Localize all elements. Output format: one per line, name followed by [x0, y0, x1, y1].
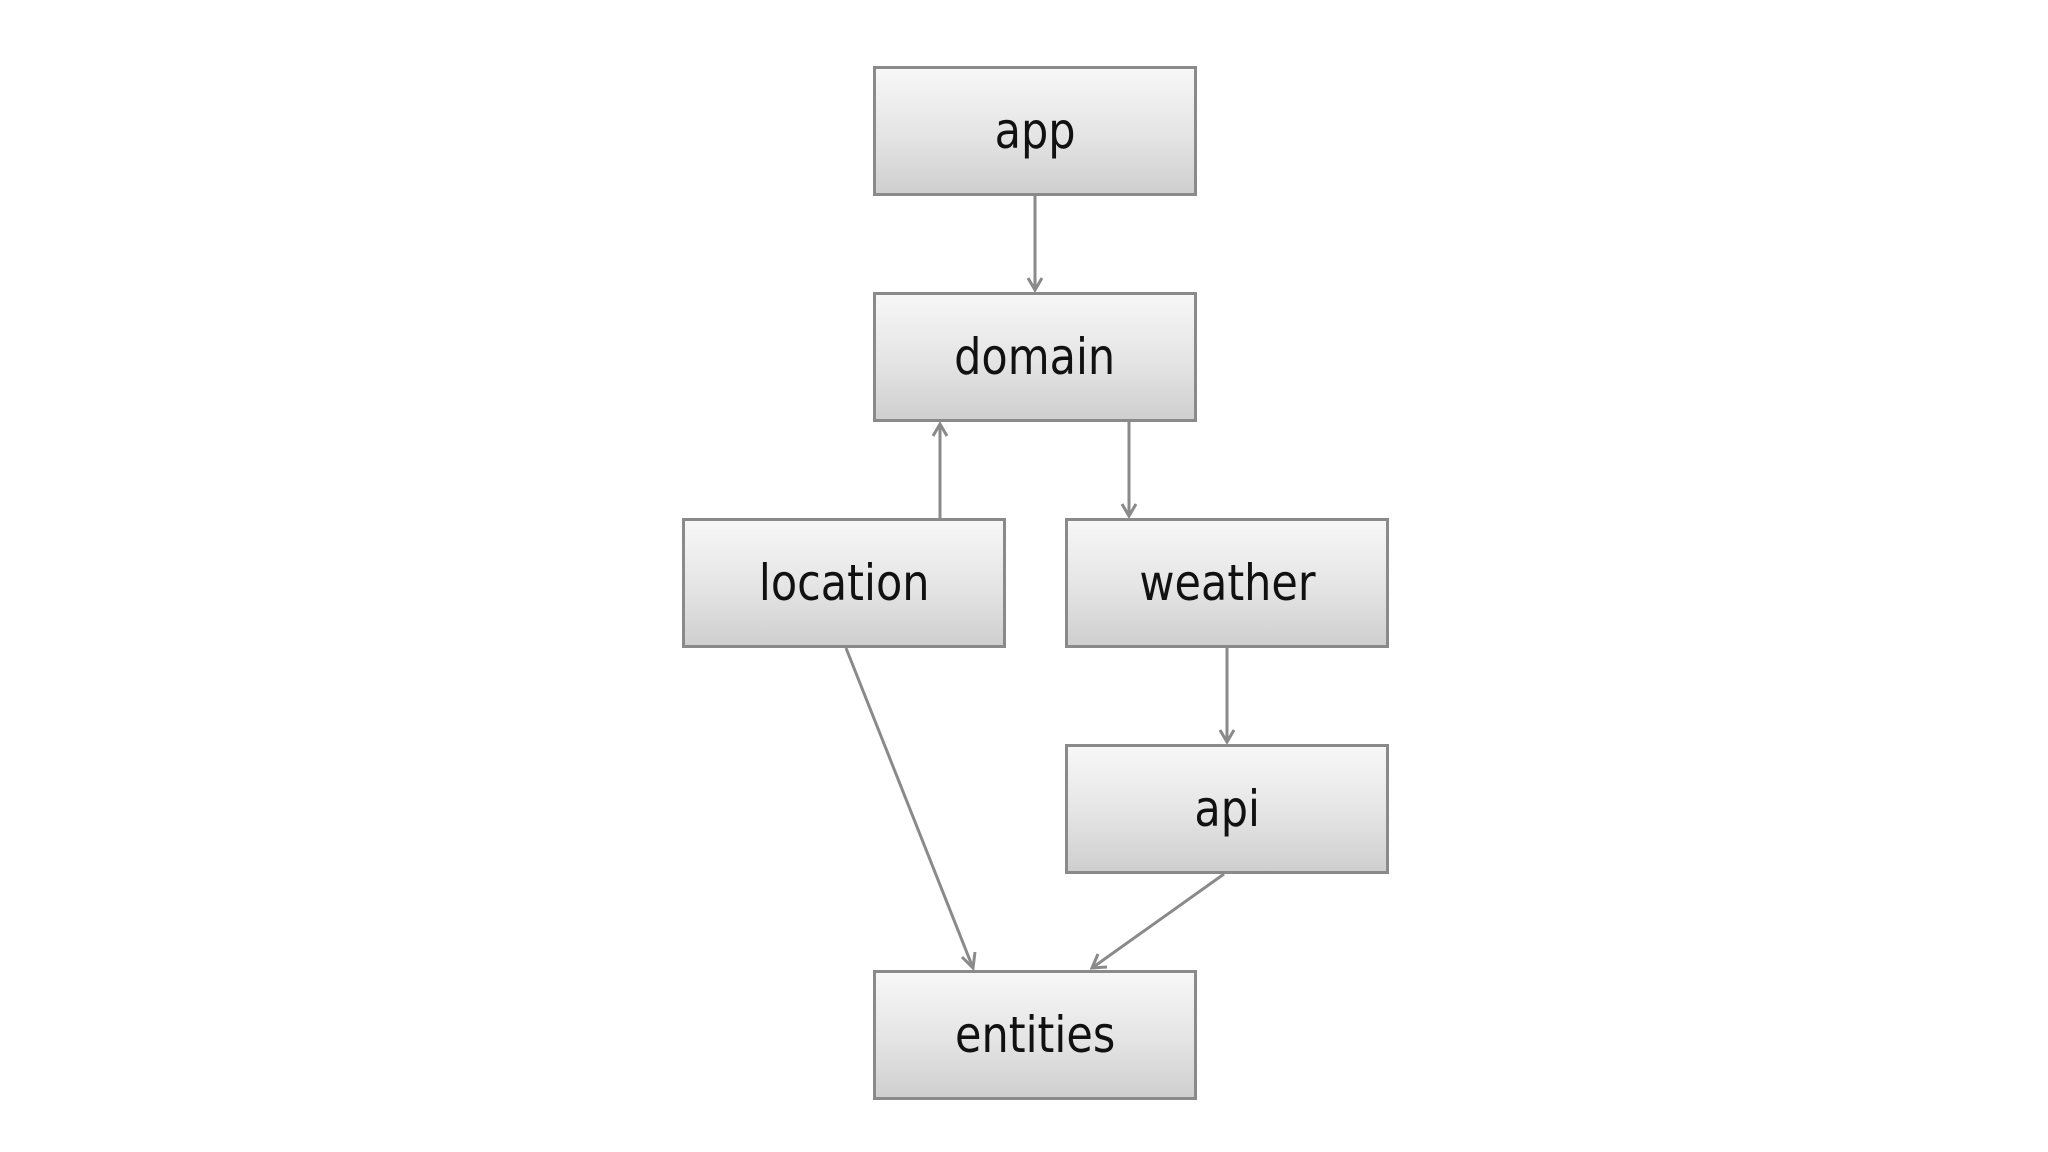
node-label-location: location	[758, 554, 930, 612]
node-entities: entities	[873, 970, 1197, 1100]
node-app: app	[873, 66, 1197, 196]
node-label-entities: entities	[954, 1006, 1116, 1064]
node-domain: domain	[873, 292, 1197, 422]
edge-api-to-entities	[1089, 872, 1225, 970]
edge-location-to-entities	[844, 647, 977, 972]
edge-weather-to-api	[1218, 648, 1236, 745]
node-label-app: app	[994, 102, 1076, 160]
node-api: api	[1065, 744, 1389, 874]
edge-app-to-domain	[1026, 196, 1044, 293]
edge-domain-to-weather	[1120, 422, 1138, 519]
edge-location-to-domain	[931, 421, 949, 518]
node-label-weather: weather	[1138, 554, 1316, 612]
node-weather: weather	[1065, 518, 1389, 648]
node-label-domain: domain	[954, 328, 1116, 386]
node-location: location	[682, 518, 1006, 648]
node-label-api: api	[1194, 780, 1260, 838]
